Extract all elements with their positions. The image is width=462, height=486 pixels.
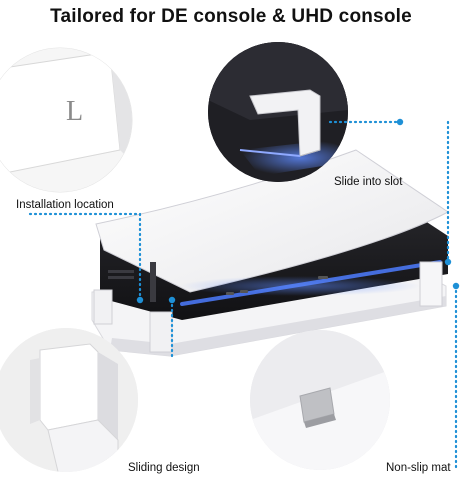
connector-installation — [28, 212, 142, 302]
slot-closeup — [208, 42, 348, 182]
stand-closeup — [0, 47, 133, 193]
connector-lines — [28, 120, 458, 472]
label-non-slip-mat: Non-slip mat — [386, 462, 451, 474]
label-installation-location: Installation location — [16, 199, 114, 211]
connector-endpoints — [136, 118, 460, 304]
sliding-closeup — [0, 328, 138, 472]
label-slide-into-slot: Slide into slot — [334, 176, 403, 188]
page-title: Tailored for DE console & UHD console — [50, 6, 412, 27]
label-sliding-design: Sliding design — [128, 462, 200, 474]
mat-closeup — [250, 330, 390, 470]
console-illustration — [91, 149, 449, 357]
stand-letter-mark: L — [66, 96, 84, 127]
